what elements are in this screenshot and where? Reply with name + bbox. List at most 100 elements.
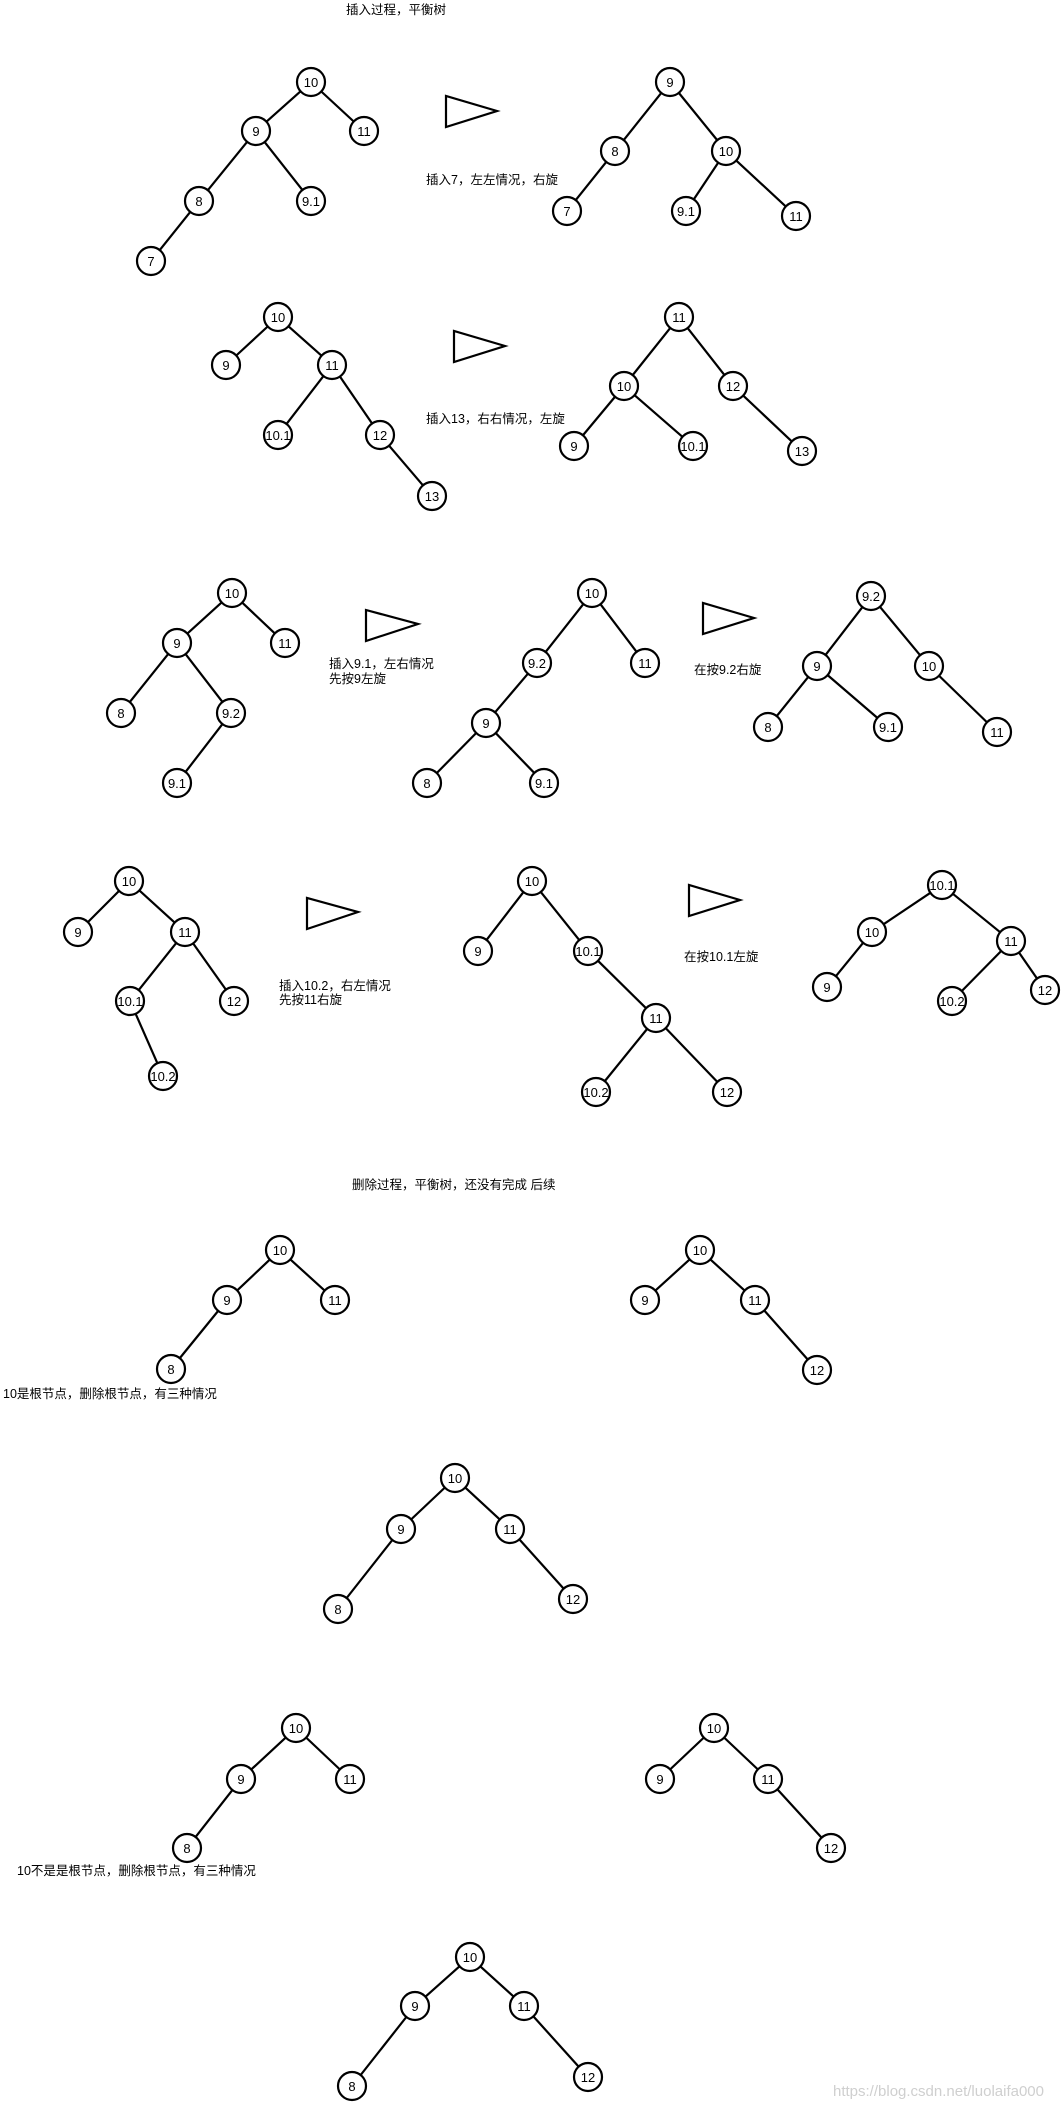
- tree-node-label: 9.2: [222, 706, 240, 721]
- tree-node-label: 9.1: [677, 204, 695, 219]
- tree-node: 10: [608, 370, 640, 402]
- tree-node-circle: [155, 1353, 187, 1385]
- tree-node: 10: [295, 66, 327, 98]
- tree-node-label: 9: [666, 75, 673, 90]
- tree-node-circle: [711, 1076, 743, 1108]
- tree-edge: [138, 889, 176, 924]
- tree-node-label: 9: [570, 439, 577, 454]
- tree-node: 9: [399, 1990, 431, 2022]
- tree-edge: [436, 732, 477, 774]
- tree-node-circle: [872, 711, 904, 743]
- tree-node-label: 10: [525, 874, 539, 889]
- transform-arrow-6: [687, 883, 744, 918]
- tree-node: 11: [508, 1990, 540, 2022]
- tree-node-circle: [105, 697, 137, 729]
- tree-node-label: 10.2: [939, 994, 964, 1009]
- tree-node-circle: [629, 647, 661, 679]
- tree-node-label: 9: [411, 1999, 418, 2014]
- tree-node-label: 10: [719, 144, 733, 159]
- tree-node-label: 10.1: [575, 944, 600, 959]
- tree-node-circle: [752, 711, 784, 743]
- tree-node: 8: [322, 1593, 354, 1625]
- caption-insert-13: 插入13，右右情况，左旋: [426, 411, 565, 426]
- tree-node-circle: [608, 370, 640, 402]
- tree-node: 13: [416, 480, 448, 512]
- tree-node-label: 12: [720, 1085, 734, 1100]
- tree-node-label: 9: [641, 1293, 648, 1308]
- tree-node: 7: [135, 245, 167, 277]
- tree-edge: [134, 1013, 159, 1064]
- tree-node-label: 10.1: [680, 439, 705, 454]
- tree-edge: [192, 942, 227, 991]
- tree-node: 9.2: [215, 697, 247, 729]
- tree-node-label: 11: [328, 1293, 342, 1308]
- tree-node: 11: [981, 716, 1013, 748]
- tree-node-circle: [494, 1513, 526, 1545]
- tree-node-circle: [913, 650, 945, 682]
- tree-node-label: 11: [761, 1772, 775, 1787]
- tree-node-label: 10: [865, 925, 879, 940]
- tree-node-circle: [698, 1712, 730, 1744]
- tree-edge: [775, 676, 810, 717]
- tree-node: 11: [995, 925, 1027, 957]
- transform-arrow-3: [364, 608, 422, 643]
- tree-node-label: 11: [1004, 934, 1018, 949]
- caption-rotate-left-9: 先按9左旋: [329, 671, 386, 686]
- tree-edge: [518, 1538, 565, 1590]
- transform-arrow-5: [305, 896, 362, 931]
- tree-node-label: 10.1: [929, 878, 954, 893]
- tree-edge: [883, 891, 931, 926]
- tree-node-circle: [334, 1763, 366, 1795]
- tree-node-label: 10: [271, 310, 285, 325]
- tree-node: 10: [216, 577, 248, 609]
- tree-node: 9: [161, 627, 193, 659]
- tree-node: 11: [739, 1284, 771, 1316]
- tree-node-label: 10.1: [265, 428, 290, 443]
- tree-edge: [574, 161, 608, 201]
- tree-edge: [603, 1028, 649, 1082]
- tree-node-circle: [786, 435, 818, 467]
- tree-node-circle: [348, 115, 380, 147]
- tree-edge: [952, 892, 1001, 934]
- caption-rotate-right-11: 先按11右旋: [279, 992, 342, 1007]
- tree-node: 10.2: [580, 1076, 612, 1108]
- tree-node-circle: [280, 1712, 312, 1744]
- tree-node: 9: [385, 1513, 417, 1545]
- tree-node: 10: [698, 1712, 730, 1744]
- tree-node-label: 8: [117, 706, 124, 721]
- tree-edge: [654, 1258, 691, 1292]
- tree-node-label: 12: [1038, 983, 1052, 998]
- tree-node-label: 8: [764, 720, 771, 735]
- tree-node-circle: [113, 865, 145, 897]
- tree-node: 12: [364, 419, 396, 451]
- tree-node-circle: [269, 627, 301, 659]
- tree-node-label: 9: [823, 980, 830, 995]
- tree-node-label: 9: [222, 358, 229, 373]
- tree-node: 9.1: [295, 185, 327, 217]
- tree-node-circle: [470, 707, 502, 739]
- tree-node-circle: [385, 1513, 417, 1545]
- tree-node-circle: [454, 1941, 486, 1973]
- tree-node: 9: [629, 1284, 661, 1316]
- caption-insert-10-2: 插入10.2，右左情况: [279, 978, 391, 993]
- tree-node: 9: [644, 1763, 676, 1795]
- tree-node-label: 12: [566, 1592, 580, 1607]
- tree-node: 9.2: [521, 647, 553, 679]
- tree-edge: [532, 2015, 580, 2068]
- tree-edge: [735, 159, 787, 208]
- tree-node: 12: [1029, 974, 1061, 1006]
- tree-node-circle: [717, 370, 749, 402]
- tree-node-label: 11: [638, 656, 652, 671]
- tree-node-circle: [171, 1832, 203, 1864]
- tree-node: 11: [629, 647, 661, 679]
- tree-node: 10.1: [926, 869, 958, 901]
- tree-edge: [128, 653, 170, 703]
- caption-rotate-left-10-1: 在按10.1左旋: [684, 949, 759, 964]
- tree-node-label: 10: [289, 1721, 303, 1736]
- tree-edge: [320, 90, 355, 123]
